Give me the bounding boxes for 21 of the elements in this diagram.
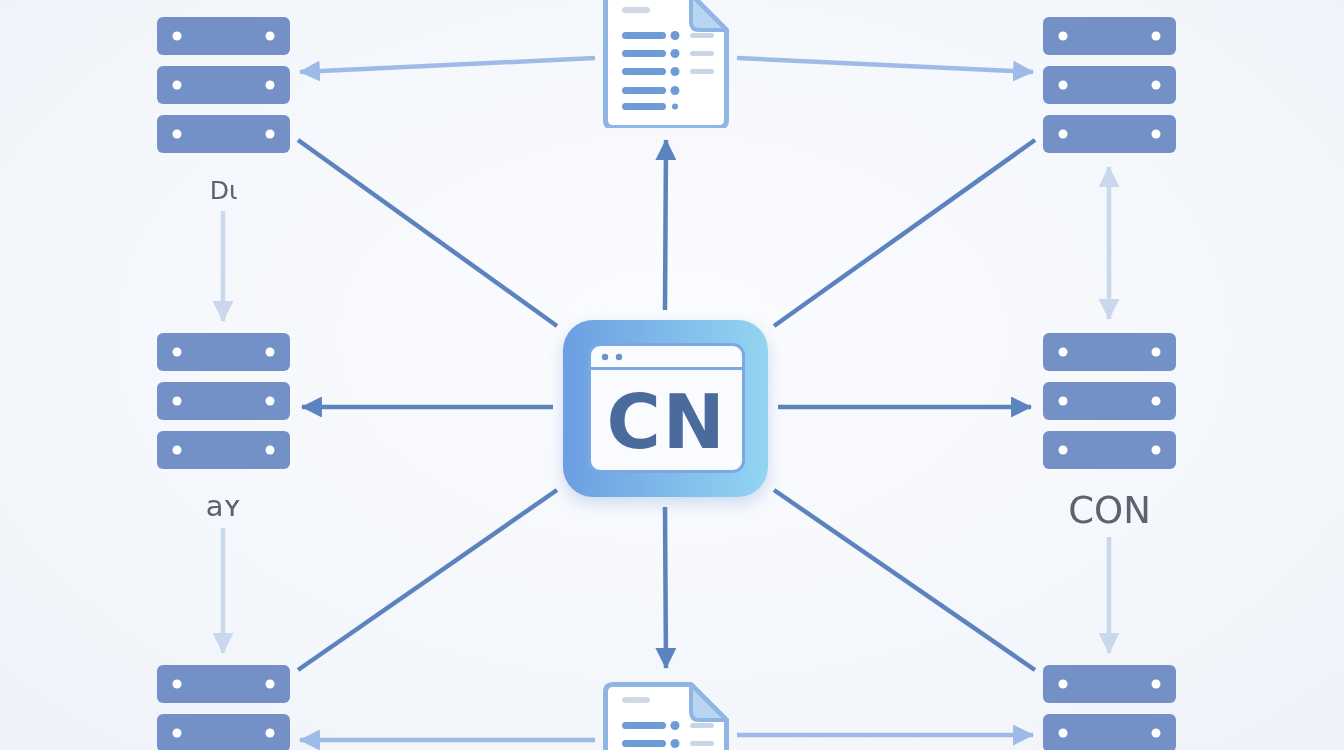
arrow (778, 396, 1033, 418)
connector-line (772, 138, 1037, 328)
arrow (298, 55, 596, 82)
node-caption: Dɩ (209, 177, 238, 205)
node-title: CN (606, 385, 727, 459)
connector-line (296, 488, 559, 672)
arrow (1098, 537, 1120, 655)
arrow (298, 729, 595, 750)
arrow (300, 396, 553, 418)
arrow (655, 507, 677, 670)
connector-line (772, 488, 1037, 672)
connector-line (296, 138, 559, 328)
app-tile (563, 320, 768, 497)
arrow (655, 138, 677, 310)
double-arrow (1098, 165, 1120, 321)
node-caption: CON (1068, 491, 1151, 531)
node-caption: aʏ (205, 490, 242, 522)
arrow (212, 528, 234, 655)
arrow (736, 55, 1035, 82)
arrow (212, 211, 234, 323)
arrow (737, 724, 1035, 746)
